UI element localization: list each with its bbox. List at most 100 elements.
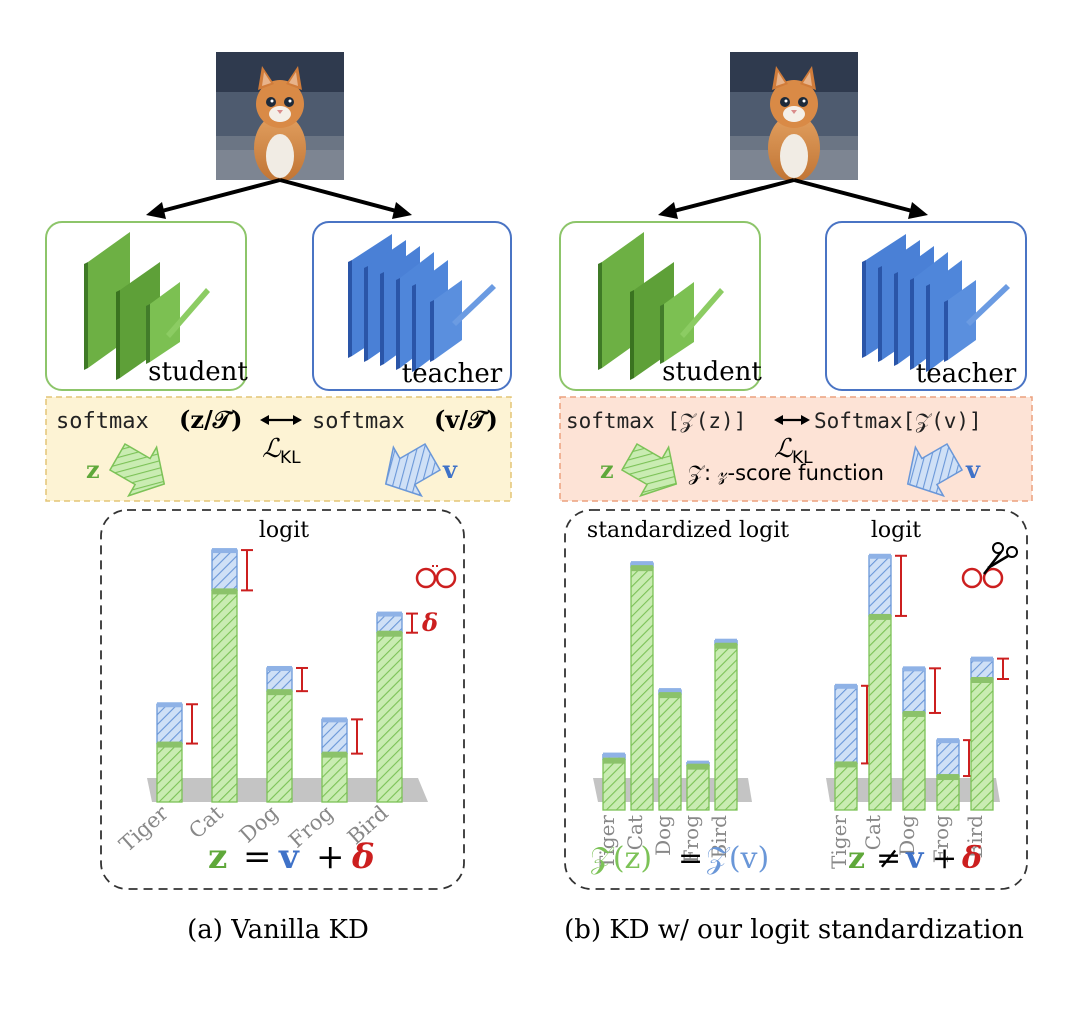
teacher-network-b: teacher bbox=[825, 221, 1027, 391]
bar-z-cap-frog bbox=[687, 763, 709, 770]
category-label-cat: Cat bbox=[861, 815, 885, 850]
bar-v-cap-frog bbox=[322, 717, 347, 723]
bar-z-cap-frog bbox=[937, 774, 959, 781]
equation-a: z = v + δ bbox=[208, 837, 375, 877]
eq-b-plus: + bbox=[932, 841, 957, 876]
bar-z-cap-dog bbox=[659, 692, 681, 699]
chart-b2 bbox=[834, 553, 1009, 811]
category-label-bird: Bird bbox=[963, 815, 987, 859]
kitten-image-b bbox=[730, 52, 858, 182]
bar-z-tiger bbox=[156, 742, 183, 803]
teacher-label-b: teacher bbox=[916, 359, 1017, 389]
eq-b-zr: 𝒵(v) bbox=[706, 841, 769, 876]
category-label-bird: Bird bbox=[707, 815, 731, 859]
equation-b-left: 𝒵(z) = 𝒵(v) bbox=[590, 841, 769, 876]
eq-a-plus: + bbox=[316, 837, 345, 877]
softmax-left-b: softmax [𝒵(z)] bbox=[566, 409, 746, 433]
arrow-label-v-a: v bbox=[442, 455, 458, 484]
bar-z-cap-frog bbox=[322, 751, 347, 758]
eq-b-z: z bbox=[848, 841, 865, 876]
chart-b1 bbox=[602, 561, 738, 811]
category-label-tiger: Tiger bbox=[827, 815, 851, 869]
double-arrow-icon bbox=[260, 415, 302, 425]
student-network-a: student bbox=[45, 221, 248, 391]
bar-v-cap-tiger bbox=[157, 702, 182, 708]
green-layers-icon bbox=[598, 232, 724, 380]
blue-hatched-arrow-icon bbox=[384, 442, 442, 498]
delta-label-bird: δ bbox=[421, 608, 438, 637]
bar-z-cap-cat bbox=[631, 565, 653, 572]
teacher-label-a: teacher bbox=[402, 359, 503, 389]
caption-a: (a) Vanilla KD bbox=[187, 915, 369, 945]
eq-a-delta: δ bbox=[351, 837, 375, 877]
eq-a-z: z bbox=[208, 837, 227, 877]
bar-v-frog bbox=[936, 739, 960, 777]
bar-v-cap-dog bbox=[659, 688, 681, 694]
bar-z-bird bbox=[376, 632, 403, 803]
loss-script-a: ℒ bbox=[262, 434, 282, 464]
green-hatched-arrow-icon bbox=[108, 442, 166, 498]
eq-b-v: v bbox=[905, 841, 925, 876]
bar-z-tiger bbox=[602, 758, 626, 811]
category-label-cat: Cat bbox=[623, 815, 647, 850]
bar-z-dog bbox=[658, 693, 682, 811]
split-arrows-b bbox=[658, 178, 928, 219]
green-layers-icon bbox=[84, 232, 210, 380]
blue-layers-icon bbox=[862, 234, 1010, 372]
bar-v-cap-dog bbox=[903, 666, 925, 672]
eq-b-neq: ≠ bbox=[876, 841, 901, 876]
double-arrow-icon bbox=[774, 415, 810, 425]
eq-a-eq: = bbox=[243, 837, 272, 877]
bar-v-cap-frog bbox=[687, 760, 709, 766]
panel-b: student teacher softm bbox=[559, 52, 1033, 945]
bar-v-cap-cat bbox=[869, 553, 891, 559]
bar-z-dog bbox=[266, 690, 293, 803]
bar-v-cap-bird bbox=[715, 638, 737, 644]
chart-frame-b bbox=[564, 509, 1028, 890]
softmax-left-arg-a: (z/𝒯) bbox=[179, 405, 243, 434]
bar-v-cat bbox=[868, 555, 892, 617]
chart2-title-b: logit bbox=[871, 518, 921, 543]
eq-a-v: v bbox=[278, 837, 300, 877]
blue-hatched-arrow-icon bbox=[906, 442, 964, 498]
bar-z-bird bbox=[970, 678, 994, 811]
student-label-a: student bbox=[148, 357, 248, 387]
bar-v-cap-tiger bbox=[835, 683, 857, 689]
chart-a: δ bbox=[156, 548, 438, 803]
arrow-label-v-b: v bbox=[965, 455, 981, 484]
loss-sub-a: KL bbox=[280, 448, 301, 468]
bar-z-dog bbox=[902, 712, 926, 811]
green-hatched-arrow-icon bbox=[620, 442, 678, 498]
bar-v-bird bbox=[970, 657, 994, 680]
kitten-image-a bbox=[216, 52, 344, 182]
cut-handcuffs-icon bbox=[961, 542, 1018, 589]
bar-z-bird bbox=[714, 644, 738, 811]
bar-z-cap-cat bbox=[212, 588, 237, 595]
kl-formula-a: softmax (z/𝒯) softmax (v/𝒯) ℒ KL z v bbox=[45, 396, 512, 502]
bar-z-cat bbox=[211, 589, 238, 803]
handcuffs-icon bbox=[415, 565, 457, 589]
bar-v-tiger bbox=[834, 685, 858, 765]
kl-formula-b: softmax [𝒵(z)] Softmax[𝒵(v)] ℒ KL z 𝒵: 𝓏… bbox=[559, 396, 1033, 502]
bar-z-cap-dog bbox=[903, 710, 925, 717]
eq-b-delta: δ bbox=[961, 841, 982, 876]
bar-z-cap-cat bbox=[869, 613, 891, 620]
arrow-label-z-a: z bbox=[86, 455, 100, 484]
bar-z-tiger bbox=[834, 762, 858, 811]
bar-z-cap-bird bbox=[971, 677, 993, 683]
chart1-title-b: standardized logit bbox=[587, 518, 789, 543]
bar-z-cap-tiger bbox=[835, 761, 857, 768]
panel-a: student teacher bbox=[45, 52, 512, 945]
bar-v-frog bbox=[321, 718, 348, 755]
eq-b-zl: 𝒵(z) bbox=[590, 841, 652, 876]
bar-v-cat bbox=[211, 549, 238, 592]
softmax-right-b: Softmax[𝒵(v)] bbox=[814, 409, 982, 433]
caption-b: (b) KD w/ our logit standardization bbox=[564, 915, 1024, 945]
category-label-dog: Dog bbox=[651, 815, 675, 856]
category-label-tiger: Tiger bbox=[595, 815, 619, 869]
bar-z-cat bbox=[868, 615, 892, 811]
